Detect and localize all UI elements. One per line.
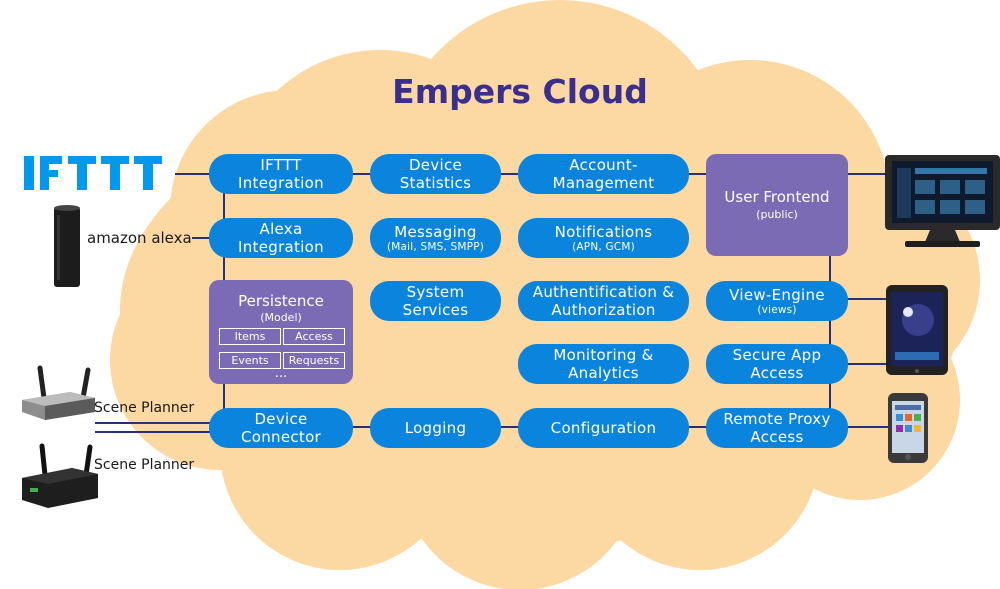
device-connector-line2: Connector bbox=[240, 428, 322, 446]
system-services-line1: System bbox=[406, 283, 465, 301]
ifttt-integration-line1: IFTTT bbox=[260, 156, 302, 174]
router-icon bbox=[22, 443, 98, 508]
messaging-sub: (Mail, SMS, SMPP) bbox=[386, 240, 485, 253]
auth-line1: Authentification & bbox=[532, 283, 675, 301]
monitoring-line2: Analytics bbox=[568, 364, 639, 382]
alexa-label: amazon alexa bbox=[87, 229, 192, 247]
persistence-events-tag: Events bbox=[219, 352, 281, 369]
device-statistics-service: Device Statistics bbox=[370, 154, 501, 194]
configuration-line1: Configuration bbox=[550, 419, 657, 437]
secure-app-line2: Access bbox=[750, 364, 804, 382]
alexa-integration-line1: Alexa bbox=[259, 220, 303, 238]
view-engine-sub: (views) bbox=[757, 303, 797, 316]
user-frontend-box: User Frontend (public) bbox=[706, 154, 848, 256]
logging-line1: Logging bbox=[404, 419, 467, 437]
router-icon bbox=[22, 365, 95, 420]
monitoring-line1: Monitoring & bbox=[553, 346, 654, 364]
monitor-icon bbox=[885, 155, 1000, 247]
ifttt-logo bbox=[24, 156, 162, 190]
system-services-line2: Services bbox=[402, 301, 469, 319]
persistence-title: Persistence bbox=[238, 292, 324, 310]
account-management-line1: Account- bbox=[569, 156, 638, 174]
notifications-line1: Notifications bbox=[554, 222, 653, 241]
auth-service: Authentification & Authorization bbox=[518, 281, 689, 321]
remote-proxy-access-service: Remote Proxy Access bbox=[706, 408, 848, 448]
device-statistics-line2: Statistics bbox=[399, 174, 472, 192]
scene-planner-label: Scene Planner bbox=[94, 457, 195, 473]
persistence-sub: (Model) bbox=[260, 311, 302, 324]
logging-service: Logging bbox=[370, 408, 501, 448]
user-frontend-sub: (public) bbox=[756, 208, 798, 221]
ifttt-integration-service: IFTTT Integration bbox=[209, 154, 353, 194]
notifications-service: Notifications (APN, GCM) bbox=[518, 218, 689, 258]
phone-icon bbox=[888, 393, 928, 463]
device-statistics-line1: Device bbox=[408, 156, 463, 174]
remote-proxy-line1: Remote Proxy bbox=[723, 410, 831, 428]
account-management-service: Account- Management bbox=[518, 154, 689, 194]
echo-device-icon bbox=[54, 205, 80, 287]
persistence-more: ... bbox=[274, 366, 288, 381]
configuration-service: Configuration bbox=[518, 408, 689, 448]
account-management-line2: Management bbox=[552, 174, 655, 192]
diagram-title: Empers Cloud bbox=[392, 72, 648, 111]
persistence-requests-tag: Requests bbox=[283, 352, 345, 369]
scene-planner-label: Scene Planner bbox=[94, 400, 195, 416]
secure-app-access-service: Secure App Access bbox=[706, 344, 848, 384]
view-engine-service: View-Engine (views) bbox=[706, 281, 848, 321]
alexa-integration-service: Alexa Integration bbox=[209, 218, 353, 258]
device-connector-line1: Device bbox=[254, 410, 308, 428]
monitoring-analytics-service: Monitoring & Analytics bbox=[518, 344, 689, 384]
system-services-service: System Services bbox=[370, 281, 501, 321]
persistence-items-tag: Items bbox=[219, 328, 281, 345]
alexa-integration-line2: Integration bbox=[238, 238, 324, 256]
messaging-service: Messaging (Mail, SMS, SMPP) bbox=[370, 218, 501, 258]
tablet-icon bbox=[886, 285, 948, 375]
user-frontend-title: User Frontend bbox=[724, 188, 830, 206]
auth-line2: Authorization bbox=[551, 301, 656, 319]
device-connector-service: Device Connector bbox=[209, 408, 353, 448]
secure-app-line1: Secure App bbox=[732, 346, 822, 364]
notifications-sub: (APN, GCM) bbox=[572, 240, 635, 253]
messaging-line1: Messaging bbox=[394, 222, 477, 241]
persistence-access-tag: Access bbox=[283, 328, 345, 345]
remote-proxy-line2: Access bbox=[750, 428, 804, 446]
view-engine-line1: View-Engine bbox=[729, 285, 825, 304]
ifttt-integration-line2: Integration bbox=[238, 174, 324, 192]
persistence-box: Persistence (Model) Items Access Events … bbox=[209, 280, 353, 384]
